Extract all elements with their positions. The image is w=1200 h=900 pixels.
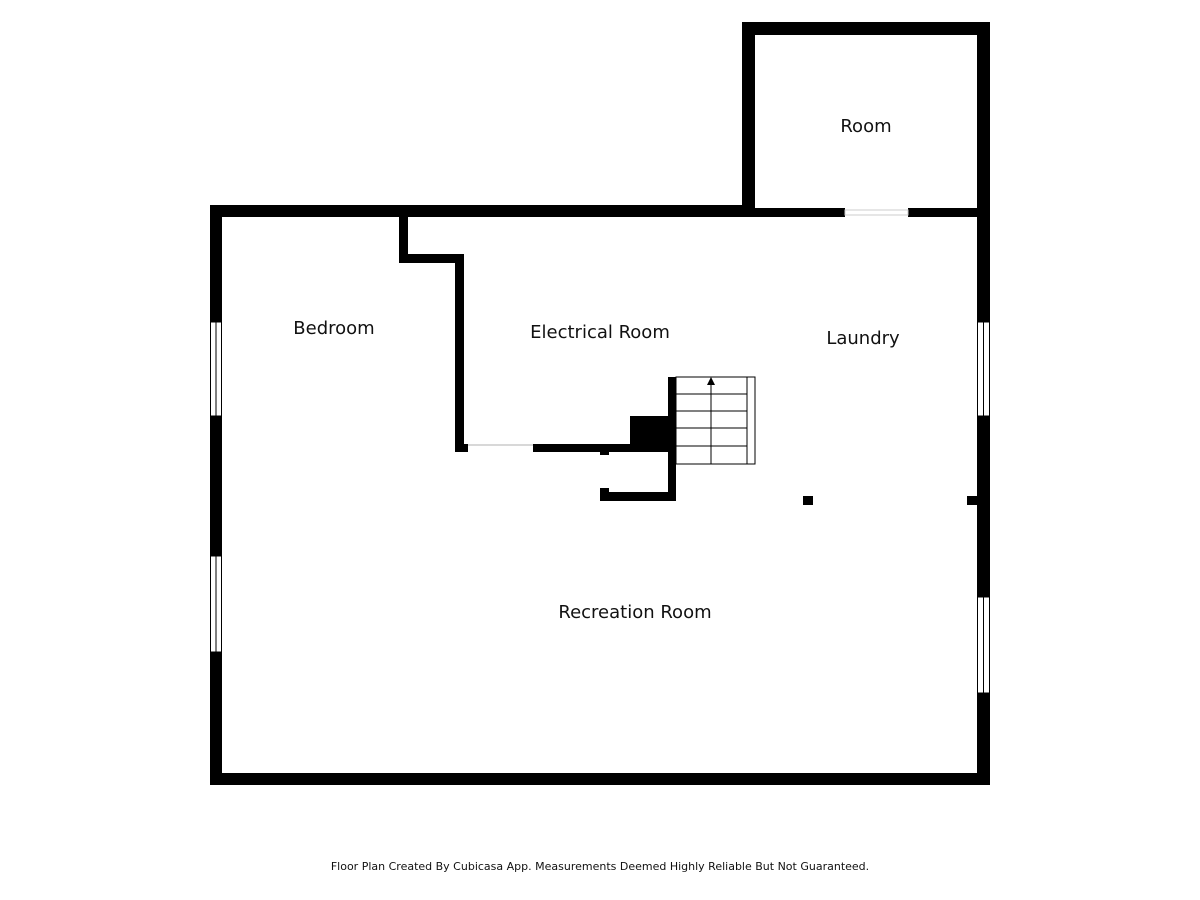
- wall-top-right-a: [745, 208, 845, 217]
- wall-top-right-b: [908, 208, 983, 217]
- room-label-electrical-room: Electrical Room: [530, 322, 670, 343]
- wall-top-main: [210, 205, 755, 217]
- wall-left-3: [210, 652, 222, 785]
- wall-bedroom-top: [399, 210, 408, 263]
- wall-stair-bottom-stub: [600, 488, 609, 501]
- wall-bedroom-bottom-a: [455, 444, 468, 452]
- room-label-recreation-room: Recreation Room: [558, 602, 711, 623]
- room-label-laundry: Laundry: [826, 328, 900, 349]
- wall-room-right: [977, 22, 990, 217]
- wall-bedroom-step: [399, 254, 463, 263]
- column-1: [803, 496, 813, 505]
- room-label-room: Room: [840, 116, 891, 137]
- wall-electrical-bottom: [533, 444, 676, 452]
- wall-stair-bottom: [600, 492, 676, 501]
- wall-stair-left: [668, 377, 676, 501]
- wall-stub: [600, 450, 609, 455]
- stairs: [675, 376, 756, 465]
- wall-left-1: [210, 205, 222, 322]
- wall-right-3: [977, 693, 990, 785]
- door-room: [844, 209, 909, 216]
- wall-room-top: [742, 22, 990, 35]
- column-2: [967, 496, 977, 505]
- wall-bedroom-vertical: [455, 254, 464, 452]
- windows: [210, 209, 990, 694]
- wall-right-1: [977, 205, 990, 322]
- wall-right-2: [977, 416, 990, 597]
- footer-disclaimer: Floor Plan Created By Cubicasa App. Meas…: [330, 860, 870, 873]
- stair-landing-block: [630, 416, 668, 450]
- wall-room-left: [742, 22, 755, 212]
- room-label-bedroom: Bedroom: [293, 318, 374, 339]
- wall-left-2: [210, 416, 222, 556]
- interior-walls: [399, 210, 977, 505]
- arrow-up-icon: [707, 377, 715, 385]
- wall-bottom: [210, 773, 990, 785]
- exterior-walls: [210, 22, 990, 785]
